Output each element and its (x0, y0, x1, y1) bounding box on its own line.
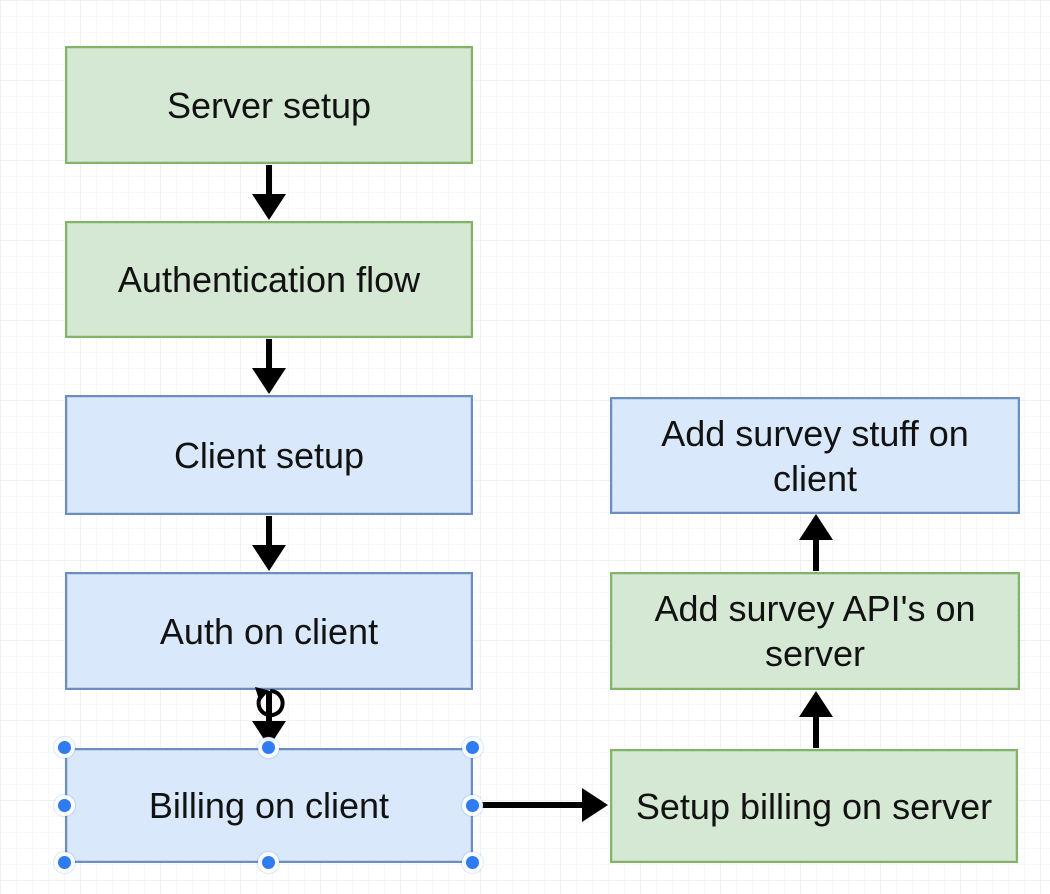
edge-line (266, 339, 272, 374)
arrowhead-down-icon (252, 368, 286, 394)
node-label: Add survey stuff on client (661, 412, 969, 499)
arrowhead-up-icon (799, 691, 833, 717)
node-label: Add survey API's on server (654, 588, 976, 674)
node-auth-on-client[interactable]: Auth on client (65, 572, 473, 690)
edge-line (478, 802, 586, 808)
node-client-setup[interactable]: Client setup (65, 395, 473, 515)
edge-line (813, 711, 819, 748)
node-label: Auth on client (159, 610, 379, 652)
arrowhead-right-icon (582, 788, 608, 822)
arrowhead-up-icon (799, 514, 833, 540)
edge-server-setup-to-authentication-flow[interactable] (252, 165, 286, 220)
node-add-survey-stuff-on-client[interactable]: Add survey stuff on client (610, 397, 1020, 514)
edge-setup-billing-on-server-to-add-survey-apis-on-server[interactable] (799, 691, 833, 748)
rotate-icon (255, 687, 285, 718)
node-billing-on-client[interactable]: Billing on client (65, 748, 473, 863)
node-server-setup[interactable]: Server setup (65, 46, 473, 164)
node-label: Billing on client (148, 785, 390, 826)
node-label: Setup billing on server (635, 785, 993, 827)
edge-client-setup-to-auth-on-client[interactable] (252, 516, 286, 571)
selection-handle-top-left[interactable] (58, 741, 71, 754)
selection-handle-middle-right[interactable] (466, 799, 479, 812)
node-label: Authentication flow (117, 259, 421, 300)
node-label: Server setup (166, 84, 372, 126)
node-label: Client setup (173, 434, 365, 476)
selection-handle-bottom-left[interactable] (58, 856, 71, 869)
selection-handle-top-middle[interactable] (262, 741, 275, 754)
node-setup-billing-on-server[interactable]: Setup billing on server (610, 749, 1018, 863)
edge-line (266, 516, 272, 551)
selection-handle-middle-left[interactable] (58, 799, 71, 812)
edge-add-survey-apis-on-server-to-add-survey-stuff-on-client[interactable] (799, 514, 833, 571)
selection-handle-top-right[interactable] (466, 741, 479, 754)
node-authentication-flow[interactable]: Authentication flow (65, 221, 473, 338)
edge-line (813, 534, 819, 571)
arrowhead-down-icon (252, 545, 286, 571)
edge-line (266, 165, 272, 200)
selection-handle-bottom-middle[interactable] (262, 856, 275, 869)
selection-handle-bottom-right[interactable] (466, 856, 479, 869)
arrowhead-down-icon (252, 194, 286, 220)
edge-line (266, 691, 272, 727)
edge-billing-on-client-to-setup-billing-on-server[interactable] (478, 788, 608, 822)
edge-authentication-flow-to-client-setup[interactable] (252, 339, 286, 394)
node-add-survey-apis-on-server[interactable]: Add survey API's on server (610, 572, 1020, 690)
